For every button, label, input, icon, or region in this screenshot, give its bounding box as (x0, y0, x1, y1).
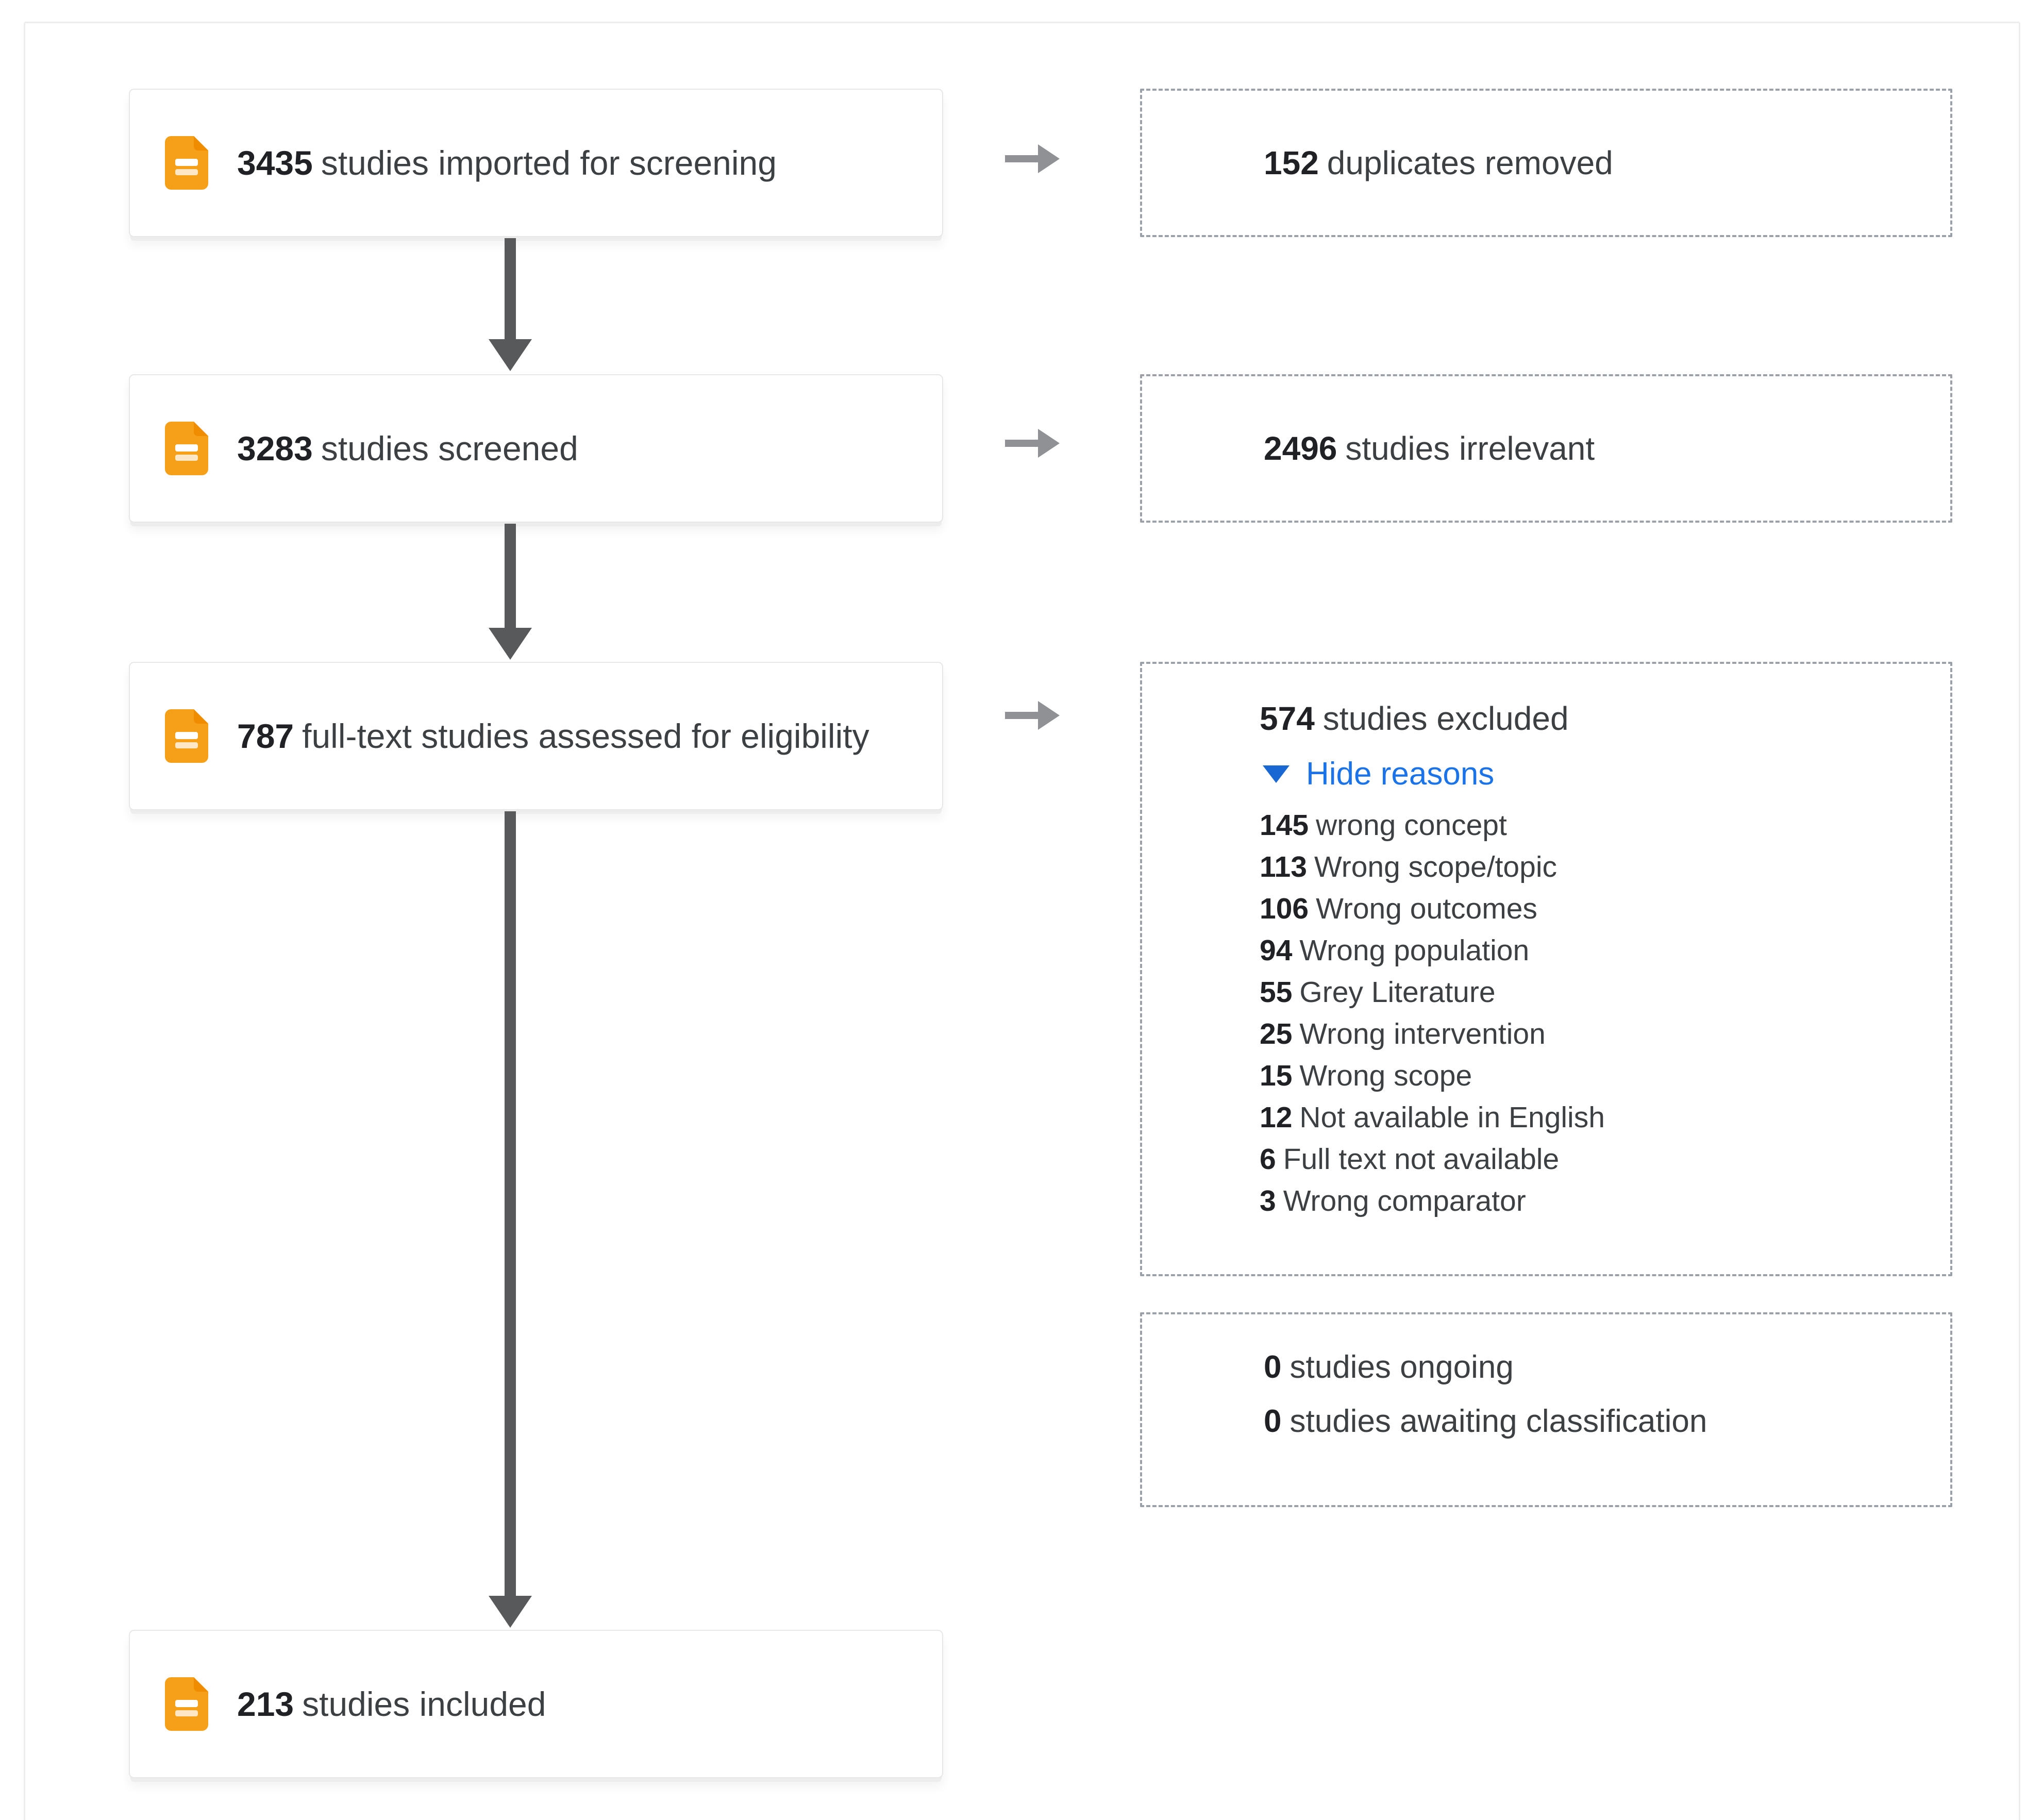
arrow-stem (505, 811, 516, 1596)
document-icon (165, 136, 208, 190)
arrow-stem (1005, 712, 1038, 719)
irrelevant-count: 2496 (1264, 430, 1337, 467)
arrow-down-icon (489, 238, 532, 371)
reason-count: 55 (1260, 976, 1293, 1009)
stage-count: 3283 (237, 429, 313, 467)
reason-label: Wrong intervention (1299, 1017, 1546, 1050)
arrow-right-icon (1005, 701, 1060, 730)
reason-count: 6 (1260, 1143, 1276, 1176)
reason-count: 15 (1260, 1059, 1293, 1092)
arrow-head (489, 339, 532, 371)
stage-count: 3435 (237, 144, 313, 182)
irrelevant-label: studies irrelevant (1345, 430, 1595, 467)
arrow-stem (505, 238, 516, 339)
stage-label: full-text studies assessed for eligibili… (302, 717, 869, 755)
hide-reasons-label: Hide reasons (1306, 756, 1495, 792)
reason-label: Full text not available (1283, 1143, 1560, 1176)
stage-count: 787 (237, 717, 294, 755)
arrow-stem (1005, 440, 1038, 447)
reason-count: 106 (1260, 892, 1309, 925)
excluded-count: 574 (1260, 700, 1315, 737)
arrow-right-icon (1005, 429, 1060, 458)
arrow-head (489, 1596, 532, 1628)
reason-label: Grey Literature (1299, 976, 1496, 1009)
hide-reasons-toggle[interactable]: Hide reasons (1263, 756, 1930, 792)
reason-label: Not available in English (1299, 1101, 1605, 1134)
document-icon (165, 709, 208, 763)
arrow-down-icon (489, 811, 532, 1628)
arrow-head (1038, 144, 1060, 173)
stage-label: studies screened (321, 429, 578, 467)
reason-count: 113 (1260, 850, 1307, 883)
arrow-stem (1005, 155, 1038, 162)
reason-label: Wrong scope/topic (1314, 850, 1557, 883)
reason-count: 12 (1260, 1101, 1293, 1134)
status-label: studies ongoing (1290, 1349, 1514, 1385)
reason-count: 94 (1260, 934, 1293, 967)
status-count: 0 (1264, 1349, 1282, 1385)
status-count: 0 (1264, 1404, 1282, 1439)
arrow-right-icon (1005, 144, 1060, 173)
excluded-label: studies excluded (1322, 700, 1569, 737)
stage-count: 213 (237, 1685, 294, 1723)
reason-count: 3 (1260, 1184, 1276, 1217)
arrow-head (1038, 701, 1060, 730)
chevron-down-icon (1263, 765, 1290, 783)
reason-count: 25 (1260, 1017, 1293, 1050)
arrow-down-icon (489, 524, 532, 660)
arrow-head (489, 628, 532, 660)
stage-label: studies imported for screening (321, 144, 777, 182)
duplicates-label: duplicates removed (1327, 144, 1613, 181)
reason-label: Wrong outcomes (1316, 892, 1537, 925)
document-icon (165, 1677, 208, 1731)
reason-count: 145 (1260, 809, 1309, 842)
reason-label: wrong concept (1316, 809, 1507, 842)
document-icon (165, 422, 208, 475)
reason-label: Wrong population (1299, 934, 1530, 967)
status-label: studies awaiting classification (1290, 1404, 1707, 1439)
reason-label: Wrong scope (1299, 1059, 1472, 1092)
arrow-stem (505, 524, 516, 628)
arrow-head (1038, 429, 1060, 458)
reason-label: Wrong comparator (1283, 1184, 1526, 1217)
stage-label: studies included (302, 1685, 546, 1723)
duplicates-count: 152 (1264, 144, 1319, 181)
